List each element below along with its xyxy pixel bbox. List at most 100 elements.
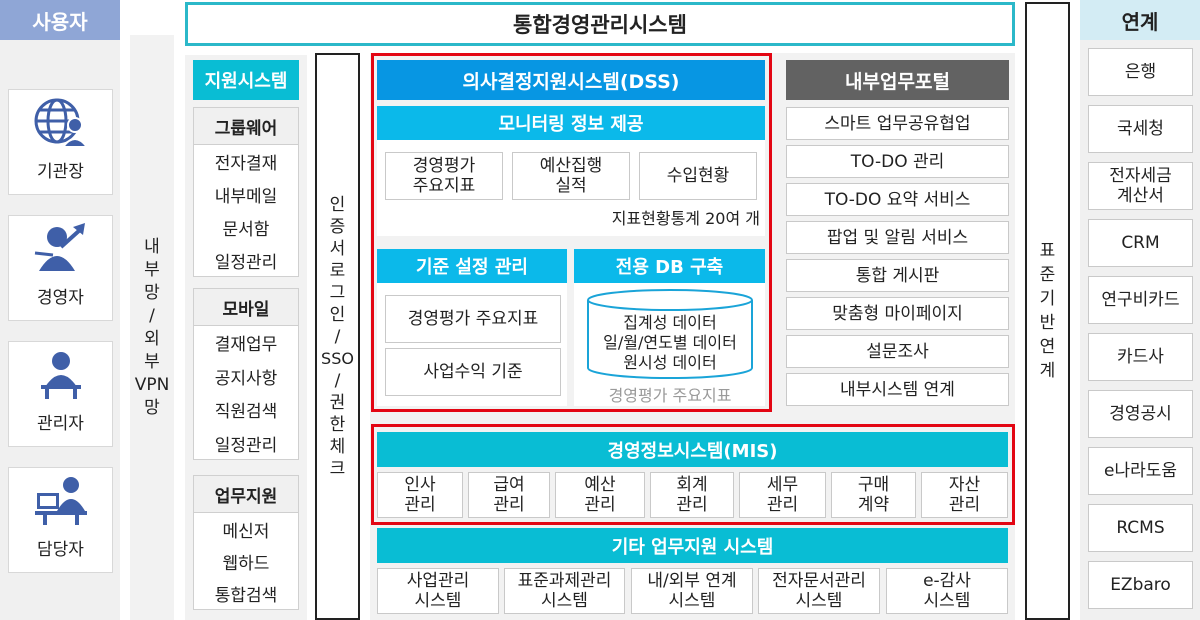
- mis-item: 세무 관리: [739, 472, 826, 518]
- portal-item: 맞춤형 마이페이지: [786, 297, 1009, 330]
- user-card-staff: 담당자: [8, 467, 113, 573]
- etc-header: 기타 업무지원 시스템: [377, 528, 1008, 563]
- link-item: 경영공시: [1088, 390, 1193, 438]
- system-title: 통합경영관리시스템: [185, 2, 1015, 46]
- sso-column: 인 증 서 로 그 인 / SSO / 권 한 체 크: [315, 53, 360, 620]
- monitoring-item: 수입현황: [639, 152, 757, 200]
- sso-char: 크: [329, 458, 346, 479]
- etc-item: e-감사 시스템: [886, 568, 1008, 614]
- link-item: EZbaro: [1088, 561, 1193, 609]
- mobile-list: 결재업무 공지사항 직원검색 일정관리: [194, 326, 298, 460]
- etc-item: 전자문서관리 시스템: [758, 568, 880, 614]
- user-label: 기관장: [37, 162, 84, 182]
- work-support-box: 업무지원 메신저 웹하드 통합검색: [193, 475, 299, 610]
- network-char: 내: [144, 236, 160, 257]
- link-item: e나라도움: [1088, 447, 1193, 495]
- list-item: 일정관리: [214, 435, 278, 456]
- list-item: 문서함: [222, 220, 270, 240]
- db-header: 전용 DB 구축: [574, 249, 765, 283]
- monitoring-item: 경영평가 주요지표: [385, 152, 503, 200]
- sso-char: 권: [329, 392, 346, 413]
- std-char: 준: [1039, 265, 1056, 285]
- etc-item: 사업관리 시스템: [377, 568, 499, 614]
- link-item: 연구비카드: [1088, 276, 1193, 324]
- list-item: 메신저: [222, 521, 270, 542]
- portal-item: TO-DO 요약 서비스: [786, 183, 1009, 216]
- list-item: 통합검색: [214, 586, 278, 607]
- link-item: RCMS: [1088, 504, 1193, 552]
- groupware-list: 전자결재 내부메일 문서함 일정관리: [194, 145, 298, 277]
- dss-header: 의사결정지원시스템(DSS): [377, 60, 765, 100]
- globe-person-icon: [34, 98, 88, 147]
- db-lines: 집계성 데이터 일/월/연도별 데이터 원시성 데이터: [603, 313, 737, 372]
- mis-item: 자산 관리: [921, 472, 1008, 518]
- link-item: 카드사: [1088, 333, 1193, 381]
- network-char: 부: [144, 351, 160, 372]
- portal-item: 설문조사: [786, 335, 1009, 368]
- database-cylinder-icon: [587, 289, 753, 379]
- sso-char: SSO: [321, 348, 354, 368]
- criteria-item: 경영평가 주요지표: [385, 295, 561, 343]
- portal-item: 팝업 및 알림 서비스: [786, 221, 1009, 254]
- network-char: VPN: [134, 374, 170, 395]
- list-item: 일정관리: [214, 253, 278, 273]
- monitoring-item: 예산집행 실적: [512, 152, 630, 200]
- monitoring-header: 모니터링 정보 제공: [377, 106, 765, 140]
- dss-highlight: [371, 53, 772, 412]
- list-item: 전자결재: [214, 154, 278, 174]
- user-label: 담당자: [37, 540, 84, 560]
- network-label: 내 부 망 / 외 부 VPN 망: [130, 35, 174, 620]
- portal-item: TO-DO 관리: [786, 145, 1009, 178]
- sso-char: 한: [329, 414, 346, 435]
- user-card-admin: 관리자: [8, 341, 113, 447]
- support-header: 지원시스템: [193, 60, 299, 100]
- sso-char: 인: [329, 194, 346, 215]
- list-item: 공지사항: [214, 368, 278, 389]
- std-char: 계: [1039, 361, 1056, 381]
- sso-char: /: [334, 370, 341, 391]
- mis-header: 경영정보시스템(MIS): [377, 432, 1008, 467]
- std-char: 연: [1039, 337, 1056, 357]
- user-label: 경영자: [37, 288, 84, 308]
- standard-linkage-column: 표 준 기 반 연 계: [1025, 2, 1070, 620]
- links-header: 연계: [1080, 0, 1200, 40]
- std-char: 기: [1039, 289, 1056, 309]
- groupware-box: 그룹웨어 전자결재 내부메일 문서함 일정관리: [193, 107, 299, 277]
- link-item: 국세청: [1088, 105, 1193, 153]
- sso-char: 그: [329, 282, 346, 303]
- portal-item: 내부시스템 연계: [786, 373, 1009, 406]
- users-header: 사용자: [0, 0, 120, 40]
- etc-item: 내/외부 연계 시스템: [631, 568, 753, 614]
- mobile-box: 모바일 결재업무 공지사항 직원검색 일정관리: [193, 288, 299, 460]
- criteria-item: 사업수익 기준: [385, 348, 561, 396]
- list-item: 내부메일: [214, 187, 278, 207]
- etc-item: 표준과제관리 시스템: [504, 568, 625, 614]
- list-item: 직원검색: [214, 402, 278, 423]
- monitoring-note: 지표현황통계 20여 개: [611, 209, 760, 228]
- sso-char: /: [334, 326, 341, 347]
- link-item: 은행: [1088, 48, 1193, 96]
- link-item: 전자세금 계산서: [1088, 162, 1193, 210]
- list-item: 결재업무: [214, 335, 278, 356]
- portal-item: 스마트 업무공유협업: [786, 107, 1009, 140]
- list-item: 웹하드: [222, 553, 270, 574]
- mis-item: 급여 관리: [468, 472, 550, 518]
- person-growth-icon: [34, 223, 85, 271]
- sso-char: 로: [329, 260, 346, 281]
- person-desk-icon: [40, 352, 81, 399]
- work-support-list: 메신저 웹하드 통합검색: [194, 513, 298, 610]
- mis-item: 회계 관리: [650, 472, 734, 518]
- network-char: 망: [144, 397, 160, 418]
- network-char: 망: [144, 282, 160, 303]
- user-card-head: 기관장: [8, 89, 113, 195]
- std-char: 표: [1039, 241, 1056, 261]
- person-computer-icon: [34, 477, 87, 525]
- criteria-header: 기준 설정 관리: [377, 249, 567, 283]
- sso-char: 인: [329, 304, 346, 325]
- mis-item: 예산 관리: [555, 472, 645, 518]
- mis-item: 인사 관리: [377, 472, 463, 518]
- portal-item: 통합 게시판: [786, 259, 1009, 292]
- sso-char: 체: [329, 436, 346, 457]
- network-char: /: [149, 305, 155, 326]
- network-char: 부: [144, 259, 160, 280]
